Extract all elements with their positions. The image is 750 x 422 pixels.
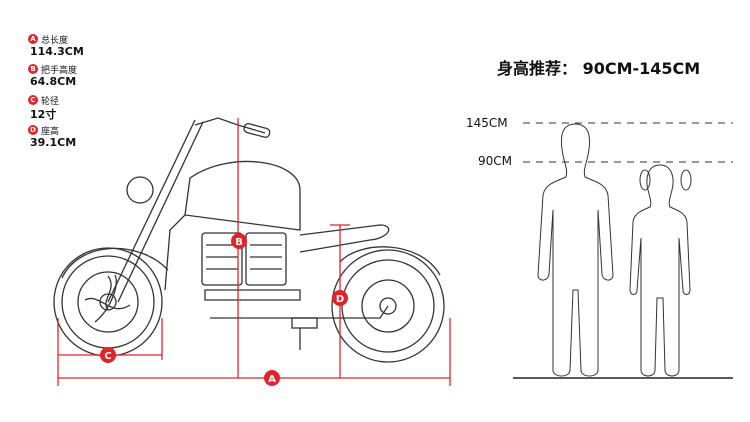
height-recommendation: 身高推荐： 90CM-145CM	[497, 59, 701, 78]
badge-letter: A	[268, 374, 276, 385]
badge-letter: C	[104, 351, 111, 362]
dimension-lines	[57, 118, 451, 386]
dimension-badge-b: B	[231, 233, 247, 249]
badge-a: A	[28, 34, 38, 44]
badge-letter: B	[235, 237, 243, 248]
dimension-badge-a: A	[264, 370, 280, 386]
spec-value: 39.1CM	[30, 136, 77, 149]
spec-label: 座高	[41, 126, 60, 137]
badge-b: B	[28, 64, 38, 74]
child-silhouette	[629, 164, 692, 377]
motorcycle-drawing	[53, 117, 445, 363]
spec-value: 12寸	[30, 108, 57, 121]
dimension-badge-c: C	[100, 347, 116, 363]
spec-label: 轮径	[41, 96, 60, 107]
spec-label: 总长度	[41, 35, 69, 46]
dimension-badge-d: D	[332, 290, 348, 306]
height-label-90: 90CM	[478, 154, 513, 168]
spec-value: 64.8CM	[30, 75, 77, 88]
badge-d: D	[28, 125, 38, 135]
spec-value: 114.3CM	[30, 45, 84, 58]
badge-c: C	[28, 95, 38, 105]
spec-label: 把手高度	[41, 65, 78, 76]
badge-letter: D	[336, 294, 344, 305]
adult-silhouette	[537, 123, 614, 377]
height-label-145: 145CM	[466, 116, 508, 130]
